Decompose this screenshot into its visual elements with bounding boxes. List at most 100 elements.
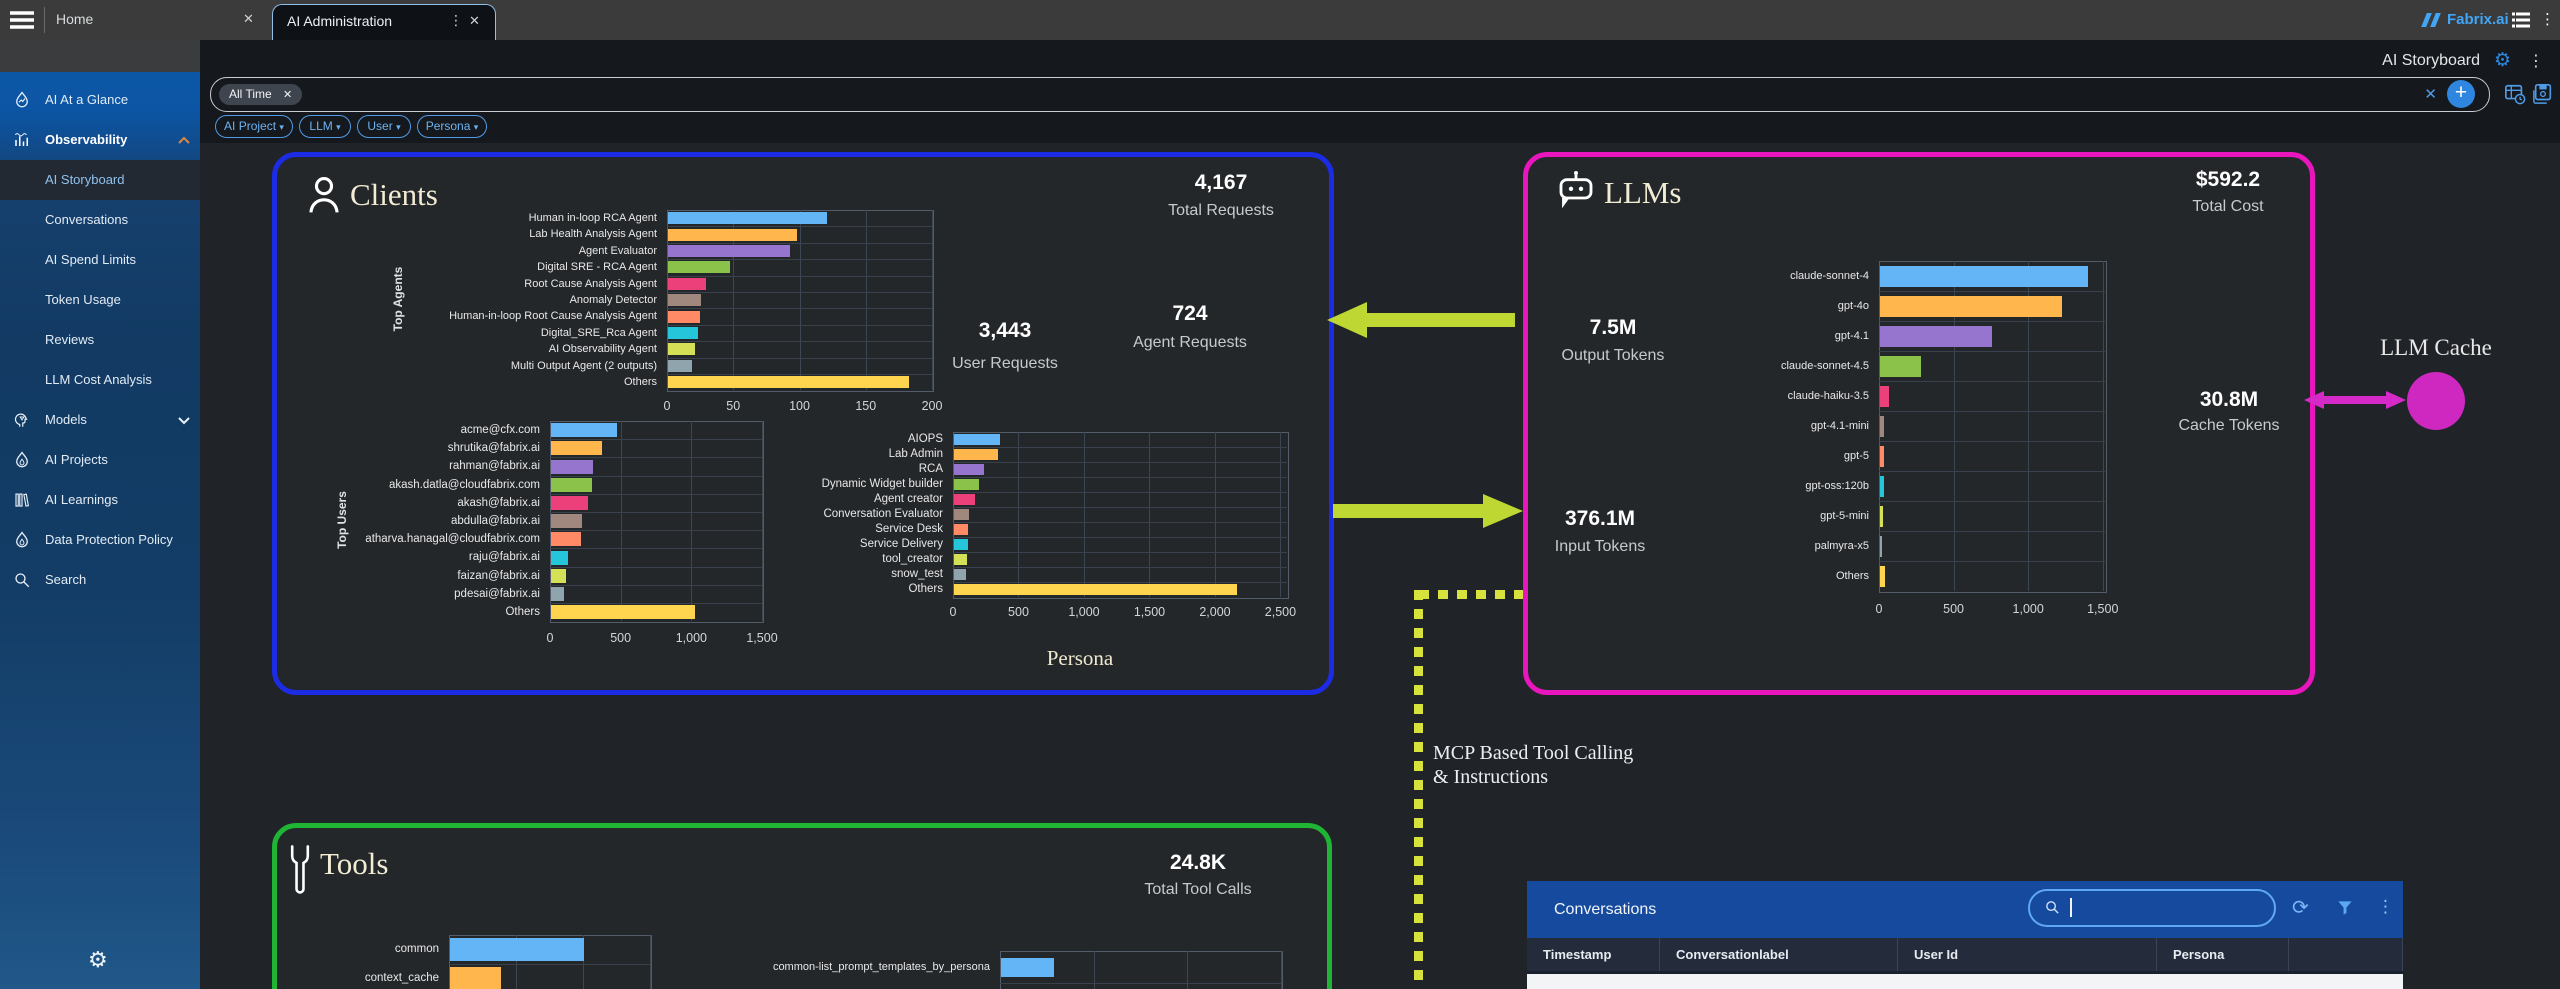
bar[interactable]: [668, 359, 692, 372]
filter-chip-user[interactable]: User ▾: [357, 115, 411, 138]
bar[interactable]: [668, 277, 707, 290]
filter-chip-ai-project[interactable]: AI Project ▾: [215, 115, 293, 138]
time-filter-chip[interactable]: All Time ✕: [219, 84, 303, 105]
bar[interactable]: [954, 464, 985, 475]
bar[interactable]: [668, 294, 702, 307]
sidebar-item-ai-spend-limits[interactable]: AI Spend Limits: [0, 240, 200, 280]
bar[interactable]: [551, 514, 583, 529]
bar[interactable]: [1880, 445, 1884, 467]
books-icon: [13, 491, 31, 509]
add-filter-button[interactable]: +: [2447, 80, 2475, 108]
conversations-kebab-icon[interactable]: ⋮: [2377, 897, 2394, 917]
hamburger-icon[interactable]: [9, 10, 35, 30]
sidebar-item-reviews[interactable]: Reviews: [0, 320, 200, 360]
filter-chip-llm[interactable]: LLM ▾: [299, 115, 351, 138]
column-header-persona[interactable]: Persona: [2157, 938, 2289, 971]
storyboard-gear-icon[interactable]: ⚙: [2494, 49, 2512, 71]
table-clock-icon[interactable]: [2504, 83, 2526, 105]
tab-ai-administration[interactable]: AI Administration ⋮ ✕: [272, 4, 496, 41]
bar[interactable]: [1880, 505, 1883, 527]
sidebar-item-ai-storyboard[interactable]: AI Storyboard: [0, 160, 200, 200]
sidebar-item-label: Reviews: [45, 332, 95, 347]
column-header-conversationlabel[interactable]: Conversationlabel: [1660, 938, 1898, 971]
sidebar-item-models[interactable]: Models: [0, 400, 200, 440]
sidebar-item-llm-cost-analysis[interactable]: LLM Cost Analysis: [0, 360, 200, 400]
column-header-user-id[interactable]: User Id: [1898, 938, 2157, 971]
bar[interactable]: [668, 310, 700, 323]
bar[interactable]: [954, 569, 967, 580]
flame-chart-icon: [13, 91, 31, 109]
bar[interactable]: [1880, 475, 1884, 497]
topbar-kebab-icon[interactable]: ⋮: [2540, 10, 2555, 28]
bar[interactable]: [668, 327, 699, 339]
sidebar-item-search[interactable]: Search: [0, 560, 200, 600]
tab-menu-icon[interactable]: ⋮: [449, 13, 463, 29]
bar[interactable]: [954, 509, 970, 520]
bar[interactable]: [1001, 957, 1055, 977]
bar[interactable]: [551, 550, 568, 565]
bar[interactable]: [668, 343, 695, 356]
chip-label: Persona: [425, 119, 471, 133]
save-layout-icon[interactable]: [2532, 83, 2554, 105]
sidebar-item-ai-learnings[interactable]: AI Learnings: [0, 480, 200, 520]
bar-chart-icon: [13, 131, 31, 149]
bar[interactable]: [450, 938, 585, 961]
tab-home-close-icon[interactable]: ✕: [243, 12, 254, 27]
bar[interactable]: [551, 495, 589, 510]
tab-close-icon[interactable]: ✕: [469, 14, 480, 29]
conversations-search-input[interactable]: [2028, 889, 2276, 927]
bar[interactable]: [954, 554, 968, 565]
bar[interactable]: [551, 441, 602, 456]
bar[interactable]: [668, 376, 910, 389]
clear-filters-icon[interactable]: ✕: [2424, 85, 2437, 103]
bar[interactable]: [551, 459, 594, 474]
sidebar-item-conversations[interactable]: Conversations: [0, 200, 200, 240]
bar[interactable]: [954, 479, 979, 490]
bar[interactable]: [551, 532, 581, 547]
bar[interactable]: [954, 434, 1000, 445]
bar[interactable]: [668, 228, 797, 241]
menu-list-icon[interactable]: [2512, 12, 2530, 28]
sidebar-item-data-protection-policy[interactable]: Data Protection Policy: [0, 520, 200, 560]
bar[interactable]: [450, 967, 502, 989]
sidebar-item-observability[interactable]: Observability: [0, 120, 200, 160]
filter-pill[interactable]: All Time ✕ ✕ +: [210, 77, 2490, 112]
refresh-icon[interactable]: ⟳: [2292, 895, 2309, 919]
bar[interactable]: [1880, 565, 1886, 587]
bar[interactable]: [668, 212, 827, 225]
storyboard-kebab-icon[interactable]: ⋮: [2528, 51, 2544, 70]
sidebar-item-ai-at-a-glance[interactable]: AI At a Glance: [0, 80, 200, 120]
bar[interactable]: [954, 539, 968, 550]
input-tokens-value: 376.1M: [1564, 507, 1636, 530]
bar[interactable]: [1880, 385, 1889, 407]
filter-funnel-icon[interactable]: [2335, 898, 2355, 918]
column-header-timestamp[interactable]: Timestamp: [1527, 938, 1660, 971]
filter-chip-persona[interactable]: Persona ▾: [417, 115, 487, 138]
settings-gear-icon[interactable]: ⚙: [88, 948, 108, 973]
flame-icon: [13, 531, 31, 549]
arrow-clients-to-llms: [1333, 494, 1523, 528]
bar[interactable]: [1880, 325, 1992, 347]
header-band: [200, 40, 2560, 143]
bar[interactable]: [1880, 355, 1922, 377]
chip-close-icon[interactable]: ✕: [283, 88, 293, 101]
sidebar-item-token-usage[interactable]: Token Usage: [0, 280, 200, 320]
sidebar-item-ai-projects[interactable]: AI Projects: [0, 440, 200, 480]
bar[interactable]: [954, 449, 998, 460]
bar[interactable]: [954, 524, 969, 535]
bar[interactable]: [551, 605, 696, 620]
total-cost-value: $592.2: [2195, 168, 2261, 191]
bar[interactable]: [954, 494, 975, 505]
tab-home[interactable]: Home: [56, 11, 94, 27]
bar[interactable]: [1880, 415, 1885, 437]
bar[interactable]: [1880, 265, 2089, 287]
bar[interactable]: [668, 261, 731, 274]
bar[interactable]: [954, 584, 1237, 595]
bar[interactable]: [1880, 295, 2062, 317]
bar[interactable]: [551, 477, 592, 492]
bar[interactable]: [551, 568, 566, 583]
bar[interactable]: [551, 586, 564, 601]
bar[interactable]: [668, 245, 790, 257]
bar[interactable]: [551, 423, 618, 438]
bar[interactable]: [1880, 535, 1882, 557]
